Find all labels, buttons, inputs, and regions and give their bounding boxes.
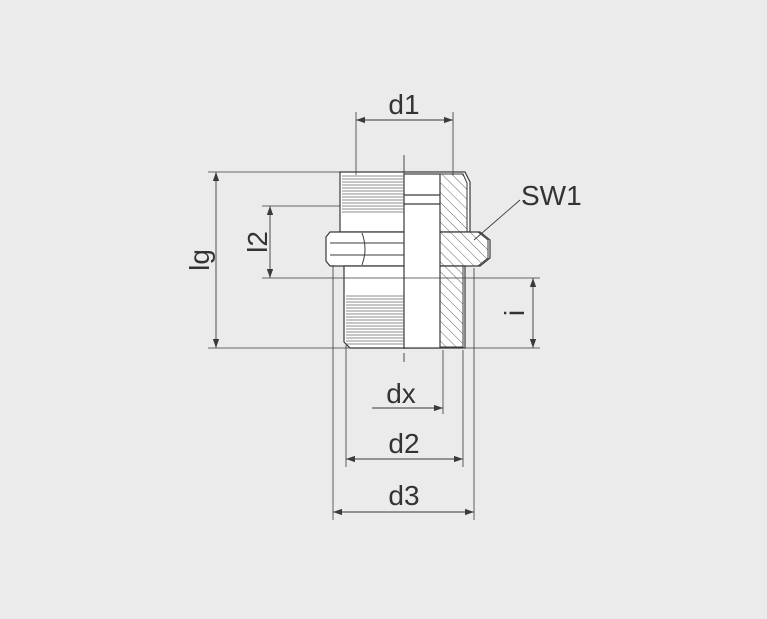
label-d1: d1 (388, 89, 419, 120)
label-dx: dx (386, 378, 416, 409)
lower-thread-lines (346, 295, 404, 345)
extension-lines (208, 112, 540, 520)
label-l2: l2 (242, 231, 273, 253)
label-lg: lg (184, 249, 215, 271)
upper-thread-lines (342, 175, 404, 213)
inner-bore (403, 173, 441, 349)
sw1-leader-line (473, 199, 521, 241)
label-i: i (499, 310, 530, 316)
label-d2: d2 (388, 428, 419, 459)
hex-detail-lines (330, 232, 404, 266)
label-d3: d3 (388, 480, 419, 511)
label-sw1: SW1 (521, 180, 582, 211)
section-hatch (439, 173, 489, 348)
dimension-labels: d1 SW1 lg l2 i dx d2 d3 (184, 89, 582, 511)
dimension-lines (212, 116, 537, 516)
